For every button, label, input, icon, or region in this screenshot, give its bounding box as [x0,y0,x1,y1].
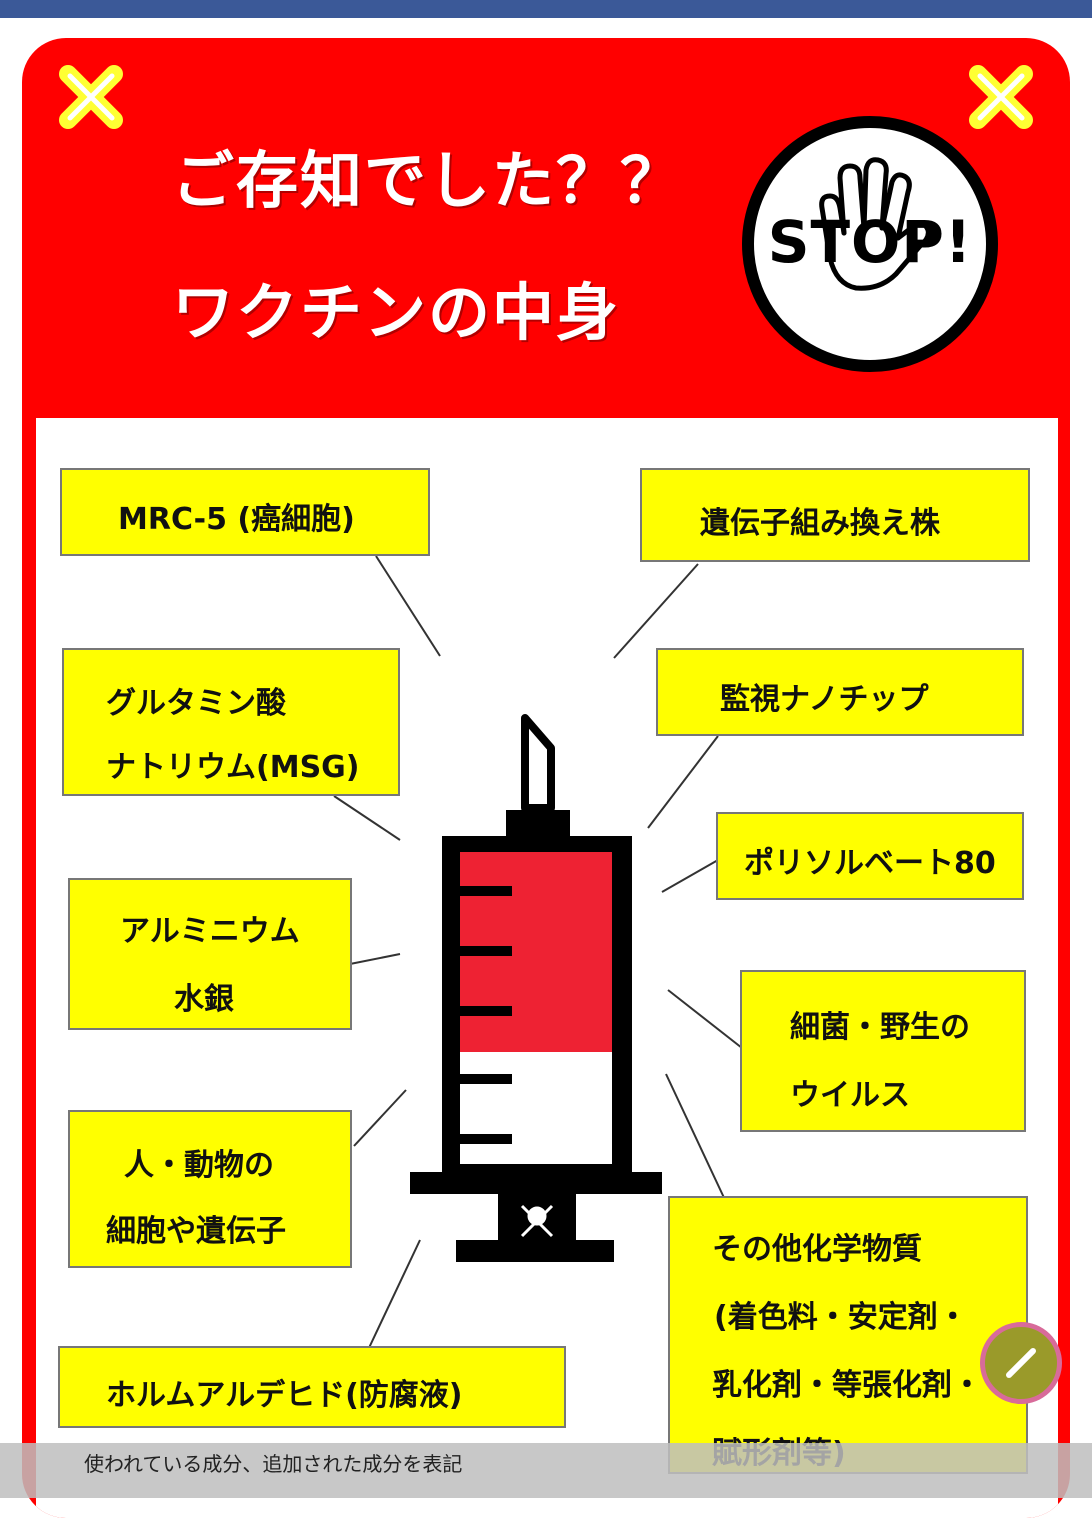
title-line-1: ご存知でした？？ [172,144,685,217]
ingredient-box-aluminum: アルミニウム 水銀 [68,878,352,1030]
bottom-overlay-bar [0,1443,1092,1498]
ingredient-label: 乳化剤・等張化剤・ [712,1368,982,1403]
ingredient-box-mrc5: MRC-5 (癌細胞) [60,468,430,556]
ingredient-box-cells: 人・動物の 細胞や遺伝子 [68,1110,352,1268]
connector-lines [333,555,743,1351]
skull-crossbones-icon [520,1204,554,1238]
caption-text: 使われている成分、追加された成分を表記 [84,1452,463,1476]
x-mark-icon [59,65,123,129]
ingredient-box-gmo: 遺伝子組み換え株 [640,468,1030,562]
poster-card: ご存知でした？？ ワクチンの中身 STOP! [22,38,1070,1518]
ingredient-label: 遺伝子組み換え株 [700,506,940,541]
top-bar [0,0,1092,18]
syringe-icon [410,714,662,1262]
ingredient-label: アルミニウム [120,914,300,949]
ingredient-box-polysorbate: ポリソルベート80 [716,812,1024,900]
edit-button[interactable] [980,1322,1062,1404]
ingredient-label: 細胞や遺伝子 [106,1214,286,1249]
ingredient-label: グルタミン酸 [106,686,286,721]
stop-label: STOP! [767,208,973,276]
content-panel: MRC-5 (癌細胞) 遺伝子組み換え株 グルタミン酸 ナトリウム(MSG) 監… [36,418,1058,1518]
ingredient-label: MRC-5 (癌細胞) [118,502,355,537]
ingredient-label: ポリソルベート80 [744,846,996,881]
ingredient-box-msg: グルタミン酸 ナトリウム(MSG) [62,648,400,796]
ingredient-label: 水銀 [174,982,234,1017]
x-mark-icon [969,65,1033,129]
ingredient-label: ナトリウム(MSG) [106,750,360,785]
ingredient-box-formaldehyde: ホルムアルデヒド(防腐液) [58,1346,566,1428]
ingredient-box-other-chemicals: その他化学物質 (着色料・安定剤・ 乳化剤・等張化剤・ 賦形剤等) [668,1196,1028,1474]
ingredient-label: (着色料・安定剤・ [714,1300,968,1335]
title-line-2: ワクチンの中身 [172,276,621,349]
syringe-diagram [333,555,743,1351]
ingredient-label: ウイルス [790,1078,910,1113]
ingredient-box-bacteria: 細菌・野生の ウイルス [740,970,1026,1132]
ingredient-label: 細菌・野生の [790,1010,970,1045]
ingredient-label: その他化学物質 [712,1232,922,1267]
stop-hand-icon [819,157,931,291]
ingredient-box-nanochip: 監視ナノチップ [656,648,1024,736]
stop-badge: STOP! [742,116,998,372]
ingredient-label: ホルムアルデヒド(防腐液) [106,1378,463,1413]
ingredient-label: 人・動物の [124,1148,274,1183]
pencil-icon [1006,1348,1036,1378]
ingredient-label: 監視ナノチップ [720,682,929,717]
